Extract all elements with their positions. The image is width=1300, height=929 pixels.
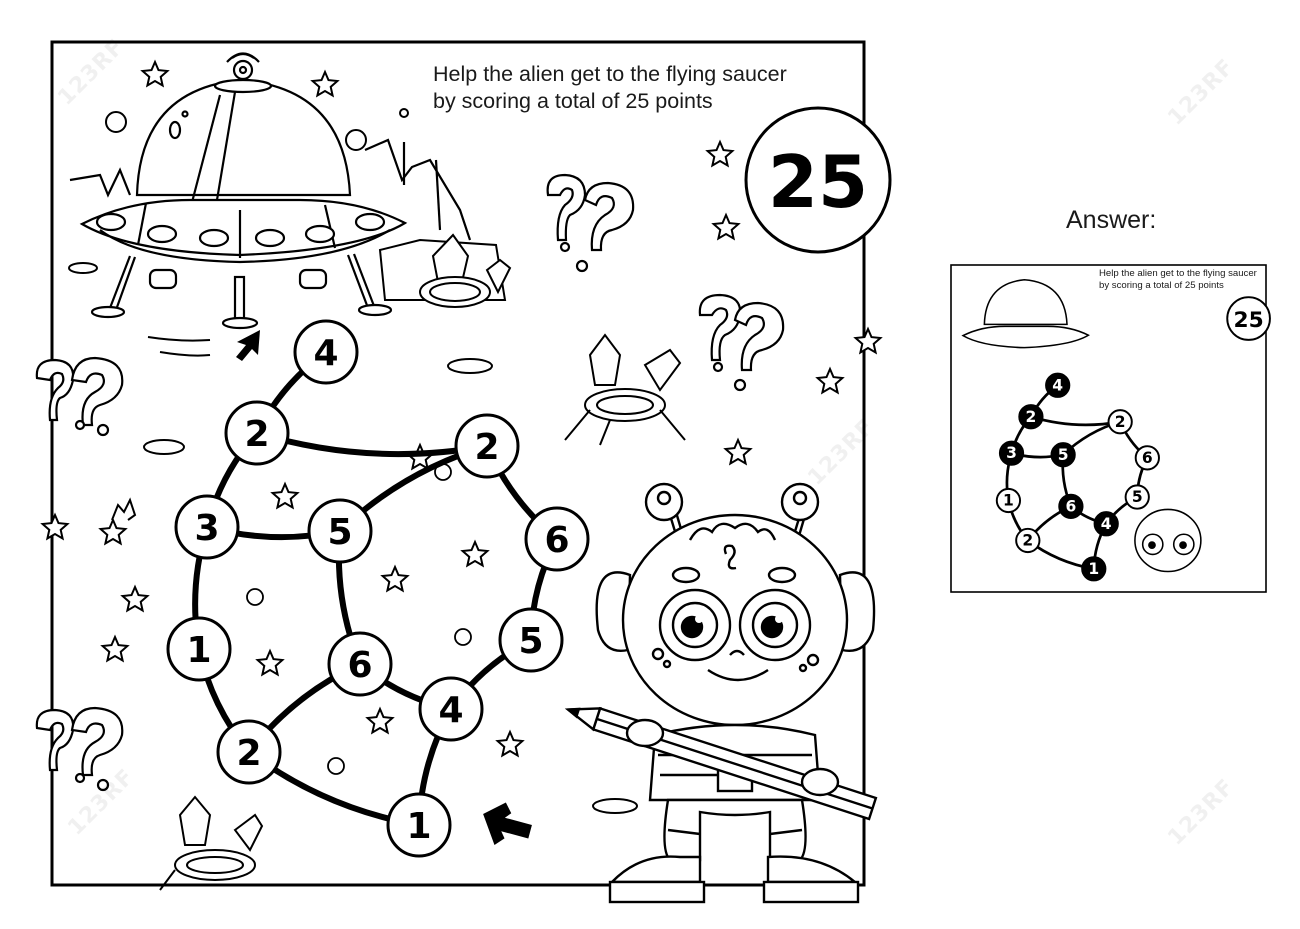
maze-nodes: 4 2 2 3 5 6 1 6 5 4 2 1: [166, 319, 590, 858]
node-value: 4: [438, 690, 463, 731]
node-value: 4: [313, 333, 338, 374]
answer-instruction-line-1: Help the alien get to the flying saucer: [1099, 268, 1257, 279]
maze-node[interactable]: 5: [307, 498, 373, 564]
maze-node[interactable]: 2: [1107, 409, 1133, 435]
answer-instruction-line-2: by scoring a total of 25 points: [1099, 280, 1224, 291]
node-value: 2: [1022, 532, 1033, 550]
node-value: 1: [1003, 492, 1014, 510]
node-value: 6: [544, 520, 569, 561]
node-value: 2: [244, 414, 269, 455]
star-icon: [711, 212, 741, 241]
answer-heading: Answer:: [1066, 206, 1157, 234]
maze-node[interactable]: 2: [1018, 404, 1044, 430]
node-value: 4: [1052, 376, 1063, 394]
star-icon: [705, 139, 735, 168]
maze-node[interactable]: 1: [166, 616, 232, 682]
maze-node[interactable]: 4: [1045, 372, 1071, 398]
instruction-line-1: Help the alien get to the flying saucer: [433, 62, 787, 86]
star-icons: [40, 59, 883, 758]
puzzle-instructions: Help the alien get to the flying saucer …: [433, 61, 787, 115]
maze-node[interactable]: 4: [418, 676, 484, 742]
maze-node[interactable]: 4: [293, 319, 359, 385]
answer-instructions: Help the alien get to the flying saucer …: [1099, 268, 1257, 292]
star-icon: [380, 564, 410, 593]
maze-node[interactable]: 3: [998, 440, 1025, 466]
answer-target-total: 25: [1233, 308, 1263, 333]
finish-arrow-icon: [236, 330, 260, 361]
star-icon: [98, 517, 128, 546]
maze-node[interactable]: 6: [1058, 493, 1084, 519]
star-icon: [100, 634, 130, 663]
node-value: 2: [1026, 408, 1037, 426]
node-value: 3: [194, 508, 219, 549]
target-total-badge: 25: [744, 106, 892, 254]
maze-node[interactable]: 6: [327, 631, 393, 697]
node-value: 2: [1115, 413, 1126, 431]
maze-node[interactable]: 1: [995, 487, 1022, 514]
star-icon: [310, 69, 340, 98]
node-value: 1: [186, 630, 211, 671]
maze-path-segment: [1030, 415, 1121, 427]
star-icon: [120, 584, 150, 613]
node-value: 1: [1088, 560, 1099, 578]
maze-node[interactable]: 3: [174, 494, 240, 560]
node-value: 3: [1006, 444, 1017, 462]
crystal-creature-icon: [564, 333, 686, 446]
maze-node[interactable]: 5: [498, 607, 564, 673]
star-icon: [40, 512, 70, 541]
maze-node[interactable]: 2: [224, 400, 290, 466]
maze-node[interactable]: 2: [1015, 527, 1041, 554]
planet-icons: [105, 108, 409, 151]
star-icon: [853, 326, 883, 355]
star-icon: [460, 539, 490, 568]
node-value: 2: [236, 733, 261, 774]
node-value: 5: [518, 621, 543, 662]
node-value: 5: [1058, 446, 1069, 464]
instruction-line-2: by scoring a total of 25 points: [433, 89, 713, 113]
star-icon: [365, 706, 395, 735]
crater-icons: [68, 262, 638, 814]
maze-node[interactable]: 6: [1134, 445, 1160, 471]
maze-node[interactable]: 5: [1050, 442, 1076, 468]
node-value: 5: [1132, 488, 1143, 506]
star-icon: [723, 437, 753, 466]
star-icon: [815, 366, 845, 395]
alien-character-icon: [564, 482, 878, 904]
node-value: 5: [327, 512, 352, 553]
maze-node[interactable]: 1: [386, 792, 452, 858]
start-arrow-icon: [483, 802, 532, 845]
maze-node[interactable]: 1: [1081, 556, 1107, 582]
maze-node[interactable]: 5: [1124, 484, 1150, 510]
node-value: 2: [474, 427, 499, 468]
puzzle-frame: [50, 40, 866, 887]
crystal-creature-icon: [159, 795, 264, 891]
node-value: 1: [406, 806, 431, 847]
maze-node[interactable]: 2: [216, 719, 282, 785]
node-value: 6: [347, 645, 372, 686]
target-total: 25: [768, 140, 868, 224]
star-icon: [140, 59, 170, 88]
crystal-plant-icon: [378, 233, 512, 308]
shooting-star-icon: [111, 497, 137, 521]
flying-saucer-icon: [69, 52, 472, 330]
node-value: 6: [1065, 497, 1076, 515]
star-icon: [270, 481, 300, 510]
star-icon: [255, 648, 285, 677]
node-value: 6: [1142, 449, 1153, 467]
maze-node[interactable]: 6: [524, 506, 590, 572]
maze-node[interactable]: 4: [1093, 511, 1119, 537]
question-mark-icons: [35, 173, 785, 792]
node-value: 4: [1101, 515, 1112, 533]
maze-node[interactable]: 2: [454, 413, 520, 479]
bubble-icons: [246, 463, 472, 775]
star-icon: [495, 729, 525, 758]
answer-frame: [950, 264, 1267, 593]
